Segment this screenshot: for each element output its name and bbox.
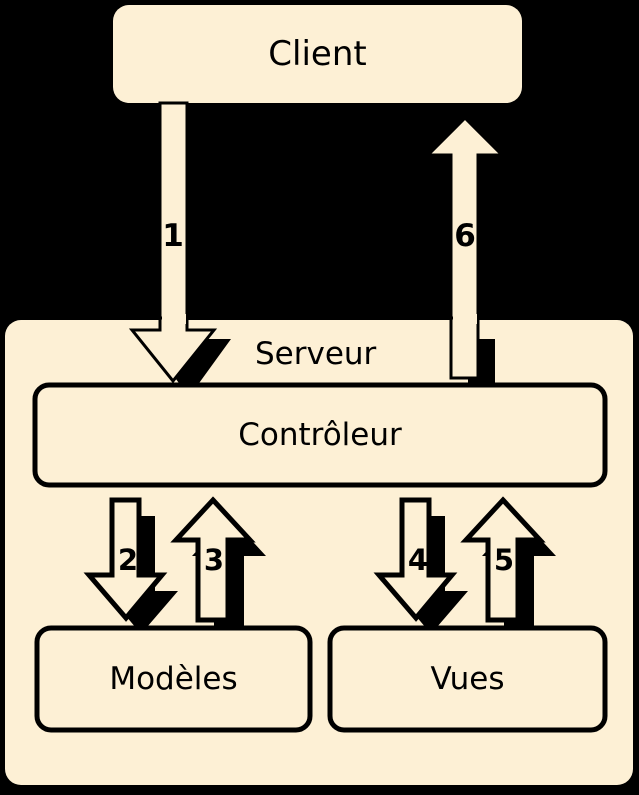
arrow-2[interactable]: [83, 497, 168, 622]
arrow-1-seam-fill: [162, 314, 186, 324]
arrow-6-shadow: [445, 135, 519, 395]
vues-box[interactable]: [327, 625, 608, 733]
modeles-box[interactable]: [34, 625, 313, 733]
arrow-4[interactable]: [373, 497, 458, 622]
arrow-3[interactable]: [170, 496, 256, 623]
arrow-5[interactable]: [460, 496, 546, 623]
arrow-1-shadow: [147, 120, 231, 397]
arrow-6-tail-overlay[interactable]: [449, 316, 480, 380]
arrow-6-seam-fill: [453, 314, 477, 324]
arrow-1-head-overlay[interactable]: [128, 316, 218, 384]
controleur-box[interactable]: [32, 382, 608, 488]
client-box[interactable]: [113, 5, 522, 103]
